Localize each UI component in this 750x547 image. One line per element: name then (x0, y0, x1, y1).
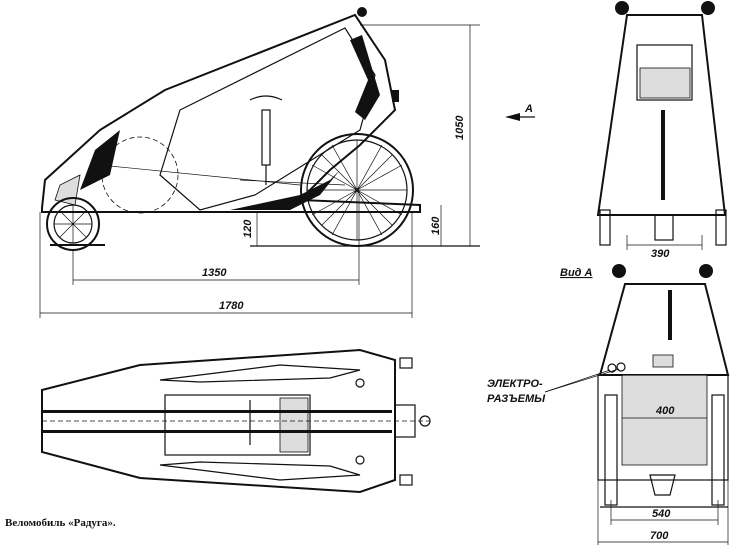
wheelbase-label: 1350 (202, 267, 227, 279)
rear-wheel (300, 133, 414, 247)
front-width-label: 390 (651, 248, 670, 260)
rear-clearance-label: 160 (430, 216, 442, 235)
connectors-label-1: ЭЛЕКТРО- (487, 378, 543, 390)
front-view (596, 1, 727, 250)
view-arrow-label: А (524, 103, 533, 115)
view-a-title: Вид А (560, 267, 593, 279)
figure-caption: Веломобиль «Радуга». (5, 517, 116, 529)
overall-width-label: 700 (650, 530, 669, 542)
connectors-label-2: РАЗЪЕМЫ (487, 393, 546, 405)
side-view (39, 7, 535, 318)
inner-width-label: 400 (655, 405, 675, 417)
height-dim-label: 1050 (454, 115, 466, 140)
front-wheel (46, 197, 100, 251)
track-label: 540 (652, 508, 671, 520)
front-clearance-label: 120 (242, 219, 254, 238)
top-view (41, 348, 431, 494)
rear-view (544, 264, 730, 545)
length-label: 1780 (219, 300, 244, 312)
